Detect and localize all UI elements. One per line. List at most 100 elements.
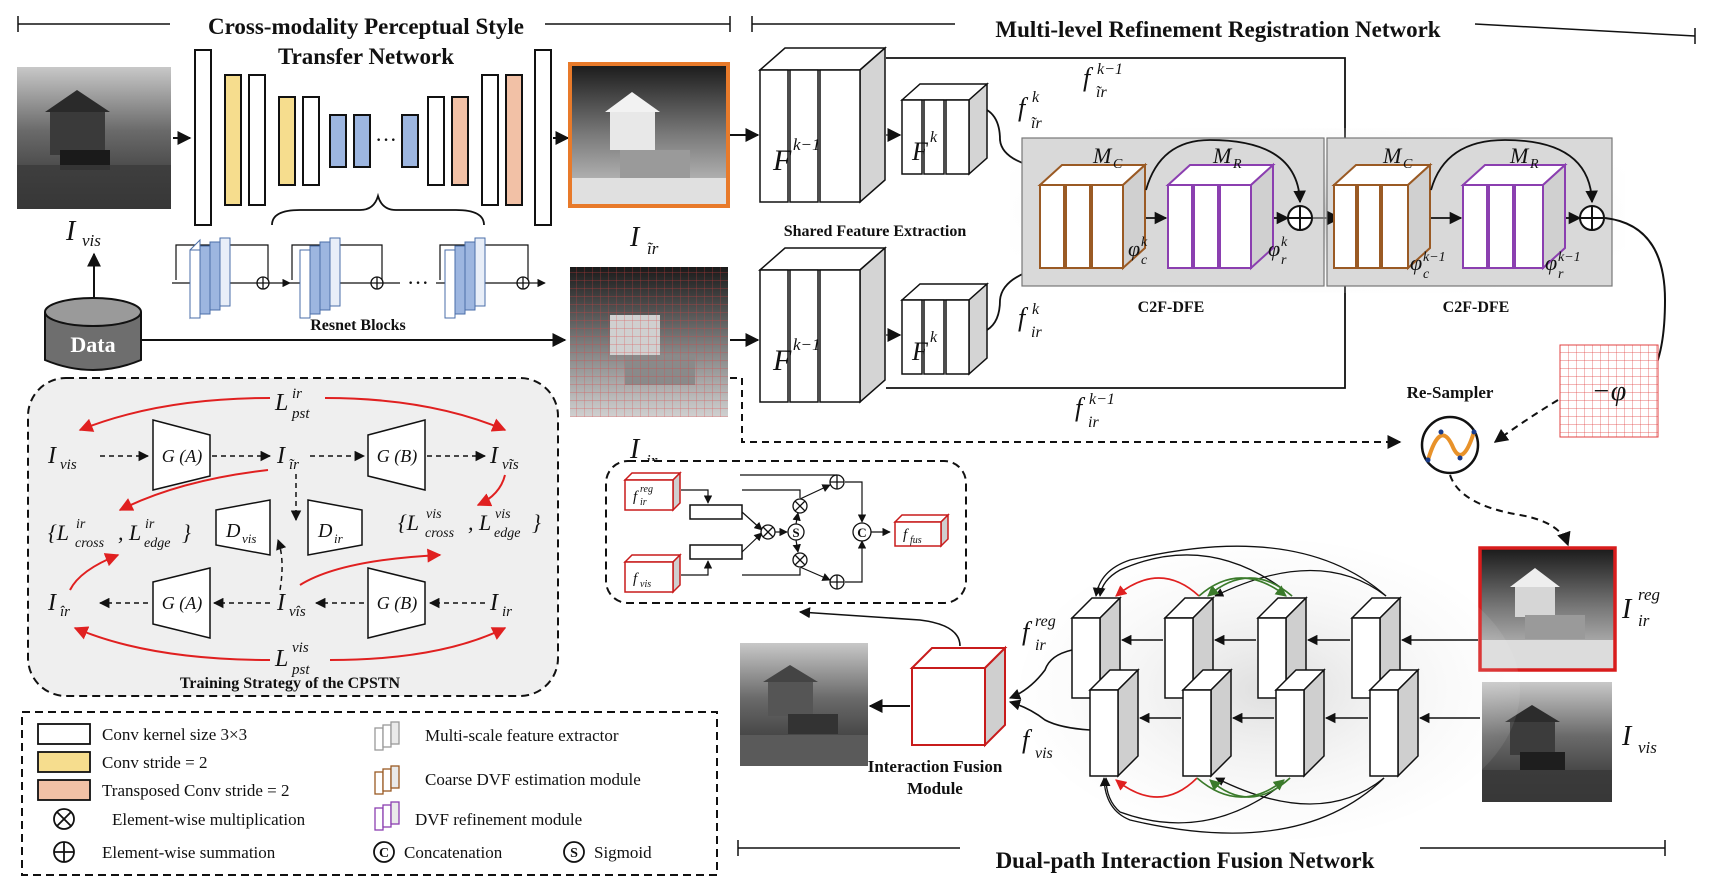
- ifm-f-ir-reg: f: [633, 489, 639, 505]
- ts-loss-left-mid: , L: [118, 520, 141, 545]
- ifm-f-fus: f: [903, 527, 909, 543]
- training-strategy-label: Training Strategy of the CPSTN: [180, 675, 401, 692]
- sum-icon: [1579, 205, 1605, 231]
- legend-multiply-icon: [53, 808, 75, 830]
- ts-i-vis-sub: vis: [60, 457, 77, 473]
- legend-right-column: Multi-scale feature extractor Coarse DVF…: [373, 721, 652, 863]
- legend-sigmoid-letter: S: [570, 846, 578, 861]
- sum-icon: [829, 474, 845, 490]
- ifm-label-line1: Interaction Fusion: [868, 757, 1003, 776]
- phi-c-k: φ: [1128, 236, 1140, 261]
- ifm-detail-box: S C: [605, 460, 967, 604]
- ts-loss-right-mid: , L: [468, 510, 491, 535]
- f-k-bottom-sup: k: [930, 329, 938, 346]
- resnet-layer: [353, 114, 371, 168]
- i-vis-bottom-sub: vis: [1638, 738, 1657, 757]
- legend-item-4: Element-wise summation: [102, 843, 276, 862]
- ts-loss-right-b-sub: edge: [494, 526, 520, 541]
- ts-loss-left-b-sup: ir: [145, 517, 155, 532]
- data-cylinder-icon: [44, 297, 142, 371]
- mr-label-1: M: [1212, 143, 1233, 168]
- f-km1-bottom-sup: k−1: [793, 335, 821, 354]
- legend-item-9: Sigmoid: [594, 843, 652, 862]
- i-vis-bottom-label: I: [1621, 721, 1633, 752]
- ts-i-ir-sub: ir: [502, 604, 512, 620]
- visible-input-image: [17, 67, 171, 209]
- ifm-concat-letter: C: [857, 525, 866, 540]
- generator-network: ···: [194, 49, 552, 226]
- mc-label-2: M: [1382, 143, 1403, 168]
- i-ir-label: I: [629, 434, 641, 465]
- conv-layer: [534, 49, 552, 226]
- fusion-block: [1181, 668, 1233, 778]
- ts-ga-top: G (A): [162, 446, 202, 467]
- ifm-sigmoid-letter: S: [792, 525, 799, 540]
- cpstn-title-line1: Cross-modality Perceptual Style: [208, 14, 524, 39]
- conv-layer: [194, 49, 212, 226]
- ts-red-arrow: [329, 627, 507, 661]
- resnet-blocks: ···: [172, 237, 546, 320]
- legend-sum-icon: [53, 841, 75, 863]
- ts-loss-left-b-sub: edge: [144, 536, 170, 551]
- coarse-skip-arrow-2: [1430, 139, 1598, 204]
- ts-red-arrow: [73, 626, 271, 661]
- ts-l-pst-vis: L: [274, 646, 288, 672]
- f-k-bottom: F: [911, 337, 929, 366]
- phi-r-k: φ: [1268, 236, 1280, 261]
- phi-c-k-sup: k: [1141, 235, 1148, 250]
- ts-generator-a-top: [152, 419, 211, 491]
- ts-red-arrow: [476, 474, 506, 507]
- ts-loss-right-b-sup: vis: [495, 507, 511, 522]
- legend-item-7: DVF refinement module: [415, 810, 582, 829]
- i-ir-sub: ir: [646, 451, 658, 470]
- dpifn-title: Dual-path Interaction Fusion Network: [996, 848, 1375, 873]
- f-ir-k-sup: k: [1032, 301, 1040, 318]
- mr-sub-1: R: [1232, 157, 1242, 172]
- shared-feature-extraction-label: Shared Feature Extraction: [784, 223, 967, 240]
- legend-concat-icon: [373, 841, 395, 863]
- ts-i-ir-hat: I: [47, 590, 57, 616]
- f-ir-tilde-km1-sub: ĩr: [1096, 84, 1107, 101]
- legend-item-1: Conv stride = 2: [102, 753, 207, 772]
- ts-l-pst-ir-sup: ir: [292, 386, 302, 402]
- ts-red-arrow: [324, 397, 507, 432]
- ifm-input-cube-ir: [623, 471, 682, 512]
- legend-item-6: Coarse DVF estimation module: [425, 770, 641, 789]
- resampler-to-reg-arrow: [1449, 474, 1571, 547]
- fusion-block: [1368, 668, 1420, 778]
- c2f-dfe-label-1: C2F-DFE: [1138, 299, 1205, 316]
- phi-r-km1-sub: r: [1558, 267, 1564, 282]
- f-ir-tilde-km1-sup: k−1: [1097, 61, 1123, 78]
- ts-i-vis-tilde: I: [489, 443, 499, 469]
- ts-i-ir-tilde: I: [276, 443, 286, 469]
- generator-ellipsis: ···: [375, 127, 397, 152]
- resnet-brace: [271, 192, 485, 226]
- phi-to-resampler-arrow: [1493, 399, 1559, 443]
- ts-gb-bot: G (B): [377, 593, 417, 614]
- ts-loss-right: {L: [398, 510, 419, 535]
- f-ir-reg-sup: reg: [1035, 613, 1056, 630]
- mc-sub-2: C: [1403, 157, 1413, 172]
- dvf-refinement-module-2: [1460, 162, 1568, 271]
- f-ir-reg-sub: ir: [1035, 637, 1046, 654]
- phi-r-km1: φ: [1545, 250, 1557, 275]
- conv-layer: [302, 96, 320, 186]
- resnet-layer: [401, 114, 419, 168]
- ts-i-ir-tilde-sub: ĩr: [289, 457, 299, 473]
- phi-c-km1-sub: c: [1423, 267, 1430, 282]
- f-k-top-sup: k: [930, 129, 938, 146]
- legend-concat-letter: C: [379, 846, 389, 861]
- i-ir-reg-sub: ir: [1638, 611, 1650, 630]
- legend-box: [21, 711, 718, 876]
- f-ir-k-sub: ir: [1031, 324, 1042, 341]
- f-k-top: F: [911, 137, 929, 166]
- ts-generator-a-bottom: [152, 567, 211, 639]
- cpstn-title-line2: Transfer Network: [278, 44, 454, 69]
- ifm-f-vis: f: [633, 571, 639, 587]
- phi-r-k-sup: k: [1281, 235, 1288, 250]
- legend-item-2: Transposed Conv stride = 2: [102, 781, 289, 800]
- ts-loss-left: {L: [48, 520, 69, 545]
- transposed-conv-layer: [505, 74, 523, 206]
- ts-loss-left-a-sup: ir: [76, 517, 86, 532]
